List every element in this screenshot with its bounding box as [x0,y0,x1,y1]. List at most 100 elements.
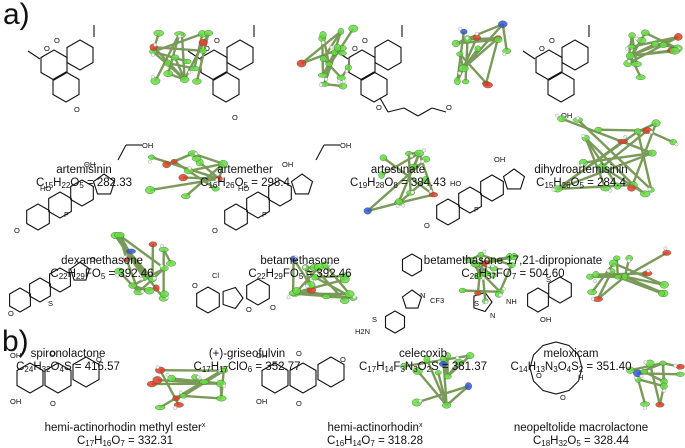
formula-element: O [418,361,427,373]
hydrogen-atom [306,284,309,287]
oxygen-atom [199,39,208,46]
formula-element: O [567,435,576,447]
formula-subscript: 17 [367,365,376,374]
formula-subscript: 22 [257,272,266,281]
molecular-formula: C22H29FO5 = 392.46 [180,268,420,281]
compound-name: dihydroartemisinin [461,164,685,177]
hydrogen-atom [643,406,646,409]
atom-label: O [54,36,60,45]
ring-bond [437,199,460,225]
formula-element: H [266,268,274,280]
ring-bond [41,50,67,80]
molecular-formula: C18H32O5 = 328.44 [461,435,685,448]
hydrogen-atom [647,269,650,272]
compound-name-text: hemi-actinorhodin [328,422,419,434]
compound-name-superscript: x [202,422,206,429]
hydrogen-atom [484,301,487,304]
hydrogen-atom [154,43,157,46]
hydrogen-atom [337,80,340,83]
hydrogen-atom [429,190,432,193]
formula-element: C [461,268,469,280]
atom-label: O [246,305,252,314]
compound-name: betamethasone 17,21-dipropionate [393,255,633,268]
carbon-atom [395,199,402,205]
hydrogen-atom [483,250,486,253]
compound-name-text: hemi-actinorhodin methyl ester [45,422,202,434]
formula-element: H [528,361,536,373]
carbon-atom [640,191,650,197]
compound-name-text: artemether [217,164,273,176]
hydrogen-atom [650,131,653,134]
atom-label: O [74,105,80,114]
ring-bond [213,72,239,102]
carbon-atom [641,30,649,36]
formula-element: C [50,268,58,280]
ring-bond [225,204,248,230]
hydrogen-atom [418,399,421,402]
atom-label: O [214,36,220,45]
hydrogen-atom [624,135,627,138]
atom-label: O [296,399,302,408]
formula-element: C [533,435,541,447]
atom-label: O [549,36,555,45]
ring-bond [67,40,93,70]
carbon-atom [190,66,200,71]
hydrogen-atom [160,244,163,247]
atom-label: O [376,103,382,112]
hydrogen-atom [582,134,585,137]
carbon-atom [129,283,137,289]
formula-element: O [571,177,580,189]
compound-name-text: celecoxib [399,348,447,360]
atom-label: F [64,210,69,219]
carbon-atom [183,59,191,64]
carbon-atom [165,60,171,67]
bond [523,51,535,59]
atom-label: O [14,226,20,235]
nitrogen-atom [465,383,472,390]
carbon-atom [648,150,656,156]
formula-element: H [479,268,487,280]
oxygen-atom [674,33,682,40]
compound-name: meloxicam [451,348,685,361]
carbon-atom [145,287,155,294]
molecular-mass: = 504.60 [516,268,564,280]
carbon-atom [349,25,358,32]
atom-label: O [192,281,198,290]
model-bond [183,396,221,399]
bond [118,145,126,160]
atom-label: O [44,44,50,53]
hydrogen-atom [640,375,643,378]
ring-bond [361,72,387,102]
carbon-atom [293,287,301,294]
bond [418,108,432,116]
hydrogen-atom [321,41,324,44]
carbon-atom [652,41,659,47]
hydrogen-atom [330,46,333,49]
oxygen-atom [474,291,481,295]
compound-name-text: dexamethasone [61,255,143,267]
formula-element: S [64,361,72,373]
hydrogen-atom [576,116,579,119]
hydrogen-atom [179,391,182,394]
carbon-atom [154,30,164,36]
hydrogen-atom [503,52,506,55]
atom-label: O [50,399,56,408]
molecular-mass: = 332.31 [125,435,173,447]
formula-element: O [70,177,79,189]
atom-label: OH [10,397,21,406]
atom-label: O [8,309,14,318]
molecular-mass: = 416.57 [72,361,120,373]
atom-label: S [372,315,377,324]
carbon-atom [670,48,680,55]
crystal-structure-model [452,21,511,88]
compound-name-text: betamethasone [260,255,339,267]
hydrogen-atom [151,53,154,56]
formula-element: C [248,268,256,280]
molecular-mass: = 284.4 [584,177,626,189]
ring-bond [27,204,50,230]
formula-subscript: 15 [44,181,53,190]
model-bond [638,379,645,404]
